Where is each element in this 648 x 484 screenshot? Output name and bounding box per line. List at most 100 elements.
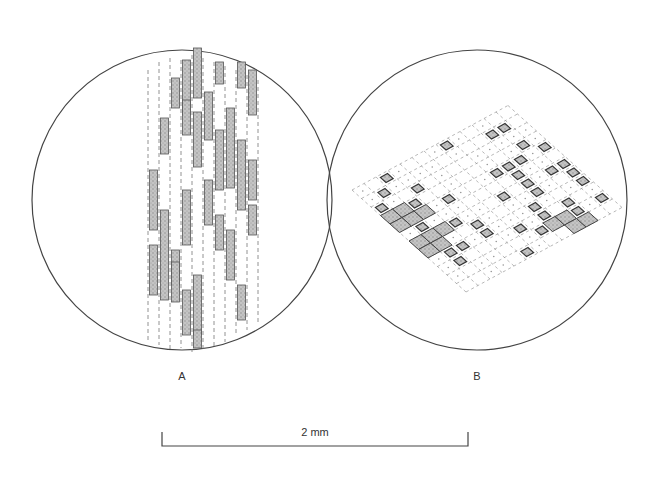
dot (484, 179, 486, 181)
dot (510, 151, 512, 153)
dot (362, 190, 364, 192)
fibre-line (247, 75, 248, 330)
cell (535, 226, 548, 235)
cell (183, 100, 191, 135)
dot (529, 236, 531, 238)
dot (589, 204, 591, 206)
cross-section-view (352, 106, 622, 293)
cell (480, 229, 493, 238)
grid-line (371, 123, 527, 208)
dot (539, 176, 541, 178)
grid-line (352, 190, 466, 292)
grid-line (428, 174, 584, 259)
cell (531, 188, 544, 197)
cell (249, 160, 257, 200)
dot (407, 179, 409, 181)
dot (450, 183, 452, 185)
cell (375, 204, 388, 213)
cell (521, 179, 534, 188)
cell (442, 195, 455, 204)
dot (525, 129, 527, 131)
cell (205, 180, 213, 225)
grid-line (376, 177, 490, 279)
cell (380, 174, 393, 183)
dot (532, 153, 534, 155)
cell (545, 166, 558, 175)
cell (238, 62, 246, 88)
cell (440, 141, 453, 150)
dot (445, 213, 447, 215)
dot (433, 220, 435, 222)
fibre-line (258, 80, 259, 325)
cell (249, 70, 257, 115)
dot (493, 256, 495, 258)
dot (486, 164, 488, 166)
cell (576, 177, 589, 186)
grid-line (400, 148, 556, 233)
fibre-line (203, 58, 204, 350)
grid-line (438, 182, 594, 267)
cell (194, 112, 202, 167)
dot (395, 186, 397, 188)
dot (531, 221, 533, 223)
dot (507, 234, 509, 236)
fibre-line (170, 58, 171, 350)
cell (183, 290, 191, 335)
grid-line (424, 151, 538, 253)
dot (434, 151, 436, 153)
cell (238, 285, 246, 320)
cell (471, 220, 484, 229)
dot (371, 199, 373, 201)
dot (490, 271, 492, 273)
cell (538, 143, 551, 152)
dot (457, 207, 459, 209)
dot (495, 241, 497, 243)
cell (577, 212, 599, 227)
cell (571, 207, 584, 216)
dot (502, 264, 504, 266)
view-label: B (473, 371, 480, 382)
cell (512, 171, 525, 180)
cell (216, 62, 224, 84)
dot (477, 155, 479, 157)
dot (524, 198, 526, 200)
cell (490, 169, 503, 178)
dot (538, 245, 540, 247)
grid-line (466, 208, 622, 293)
cell (416, 223, 429, 232)
dot (541, 161, 543, 163)
cell (498, 124, 511, 133)
cell (150, 245, 158, 295)
cell (497, 192, 510, 201)
cell (161, 118, 169, 154)
dot (488, 217, 490, 219)
dot (529, 168, 531, 170)
dot (534, 138, 536, 140)
dot (398, 171, 400, 173)
dot (548, 185, 550, 187)
dot (498, 226, 500, 228)
dot (419, 173, 421, 175)
fibre-line (181, 60, 182, 348)
dot (438, 258, 440, 260)
dot (512, 204, 514, 206)
dot (481, 262, 483, 264)
cell (216, 130, 224, 190)
fibre-line (192, 55, 193, 352)
cell (454, 257, 467, 266)
cell (172, 262, 180, 302)
scale-label: 2 mm (301, 427, 329, 438)
dot (467, 215, 469, 217)
cell (194, 48, 202, 98)
dot (441, 175, 443, 177)
cell (216, 215, 224, 250)
cell (444, 248, 457, 257)
cell (414, 205, 436, 220)
dot (570, 187, 572, 189)
cell (411, 184, 424, 193)
dot (591, 189, 593, 191)
grid-line (472, 125, 586, 227)
grid-line (457, 199, 613, 284)
dot (452, 237, 454, 239)
dot (479, 209, 481, 211)
